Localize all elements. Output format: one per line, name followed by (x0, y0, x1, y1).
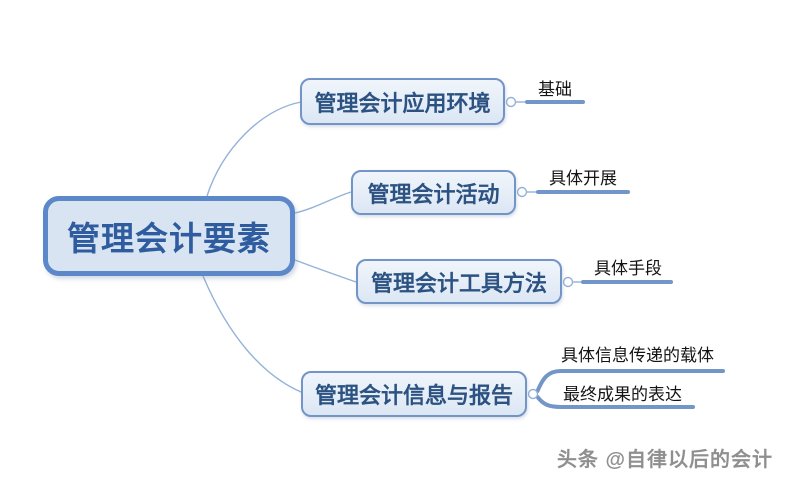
toggle-dot-tools-methods[interactable] (562, 276, 574, 288)
leaf-foundation[interactable]: 基础 (538, 80, 572, 99)
leaf-underline-final-results (535, 395, 695, 409)
toggle-dot-activities[interactable] (516, 186, 528, 198)
branch-node-application-environment[interactable]: 管理会计应用环境 (300, 78, 505, 125)
root-branch-curve-2 (294, 191, 352, 214)
toggle-dot-information-reports[interactable] (527, 388, 539, 400)
branch-node-information-reports[interactable]: 管理会计信息与报告 (301, 371, 527, 417)
branch-node-tools-methods[interactable]: 管理会计工具方法 (356, 259, 562, 304)
root-branch-curve-4 (202, 275, 302, 393)
leaf-specific-development[interactable]: 具体开展 (549, 169, 617, 188)
watermark: 头条 @自律以后的会计 (556, 449, 773, 471)
leaf-underline-information-carrier (535, 369, 725, 393)
toggle-dot-application-environment[interactable] (505, 96, 517, 108)
leaf-final-results-expression[interactable]: 最终成果的表达 (563, 385, 682, 404)
root-branch-curve-3 (294, 259, 357, 283)
branch-node-activities[interactable]: 管理会计活动 (351, 170, 516, 215)
root-branch-curve-1 (206, 101, 302, 197)
leaf-information-carrier[interactable]: 具体信息传递的载体 (561, 346, 714, 365)
leaf-specific-means[interactable]: 具体手段 (594, 259, 662, 278)
root-node[interactable]: 管理会计要素 (43, 196, 295, 276)
